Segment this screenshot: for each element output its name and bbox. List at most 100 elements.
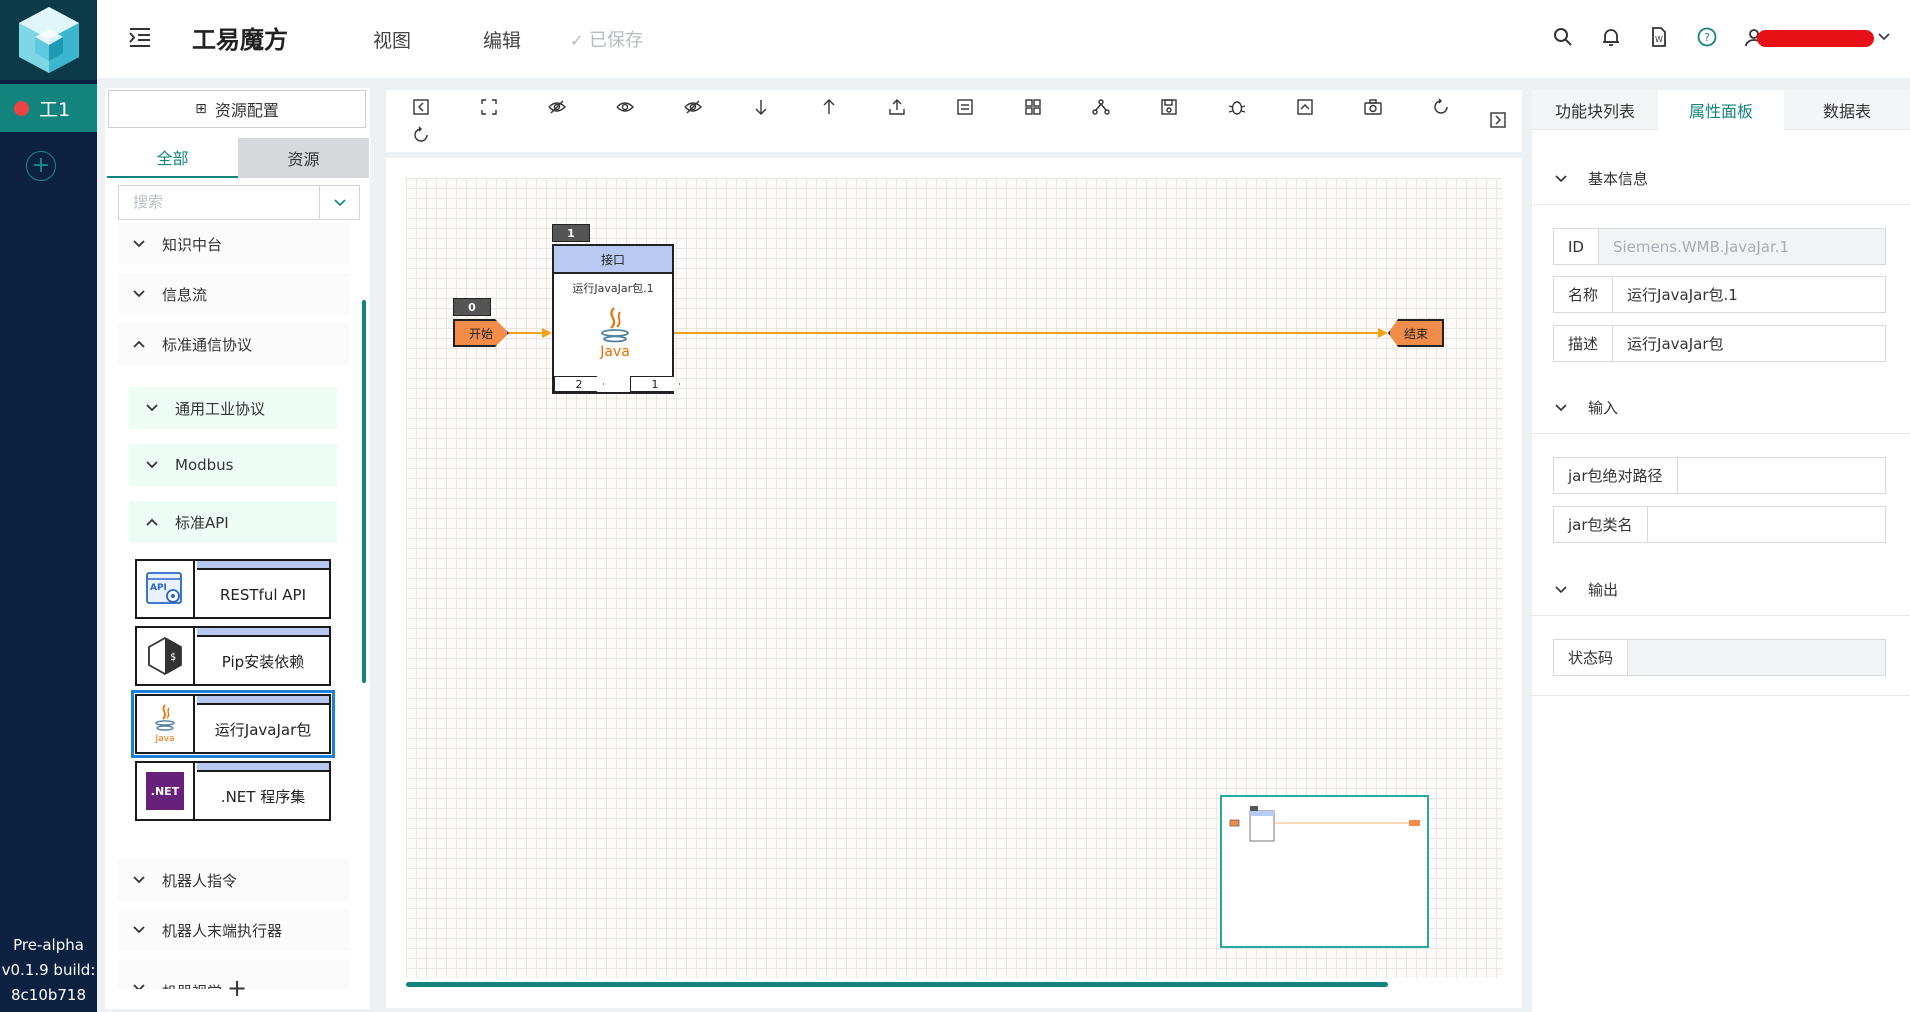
subcategory-label: 标准API <box>175 513 229 532</box>
section-basic-info[interactable]: 基本信息 <box>1532 153 1910 205</box>
fullscreen-icon[interactable] <box>480 98 498 116</box>
subcategory-industrial[interactable]: 通用工业协议 <box>129 387 337 429</box>
java-logo-icon: Java <box>599 307 630 360</box>
block-pip-install[interactable]: $ Pip安装依赖 <box>135 626 331 686</box>
save-icon[interactable] <box>1160 98 1178 116</box>
arrow-down-icon[interactable] <box>752 98 770 116</box>
search-icon[interactable] <box>1552 26 1574 48</box>
library-search: 搜索 <box>118 185 360 220</box>
category-info-flow[interactable]: 信息流 <box>118 273 350 315</box>
add-workspace-button[interactable]: + <box>26 151 56 181</box>
category-label: 机器视觉 <box>162 981 222 989</box>
java-logo-text: Java <box>599 344 630 360</box>
version-label: Pre-alpha v0.1.9 build: 8c10b718 <box>1 936 96 1004</box>
app-title: 工易魔方 <box>192 26 288 54</box>
block-icon-cell: Java <box>137 696 195 752</box>
svg-text:Java: Java <box>154 734 174 744</box>
category-knowledge[interactable]: 知识中台 <box>118 223 350 265</box>
category-robot-cmd[interactable]: 机器人指令 <box>118 859 350 901</box>
sliders-icon[interactable] <box>956 98 974 116</box>
category-label: 机器人指令 <box>162 871 238 890</box>
tab-block-list[interactable]: 功能块列表 <box>1532 90 1658 130</box>
chevron-down-icon <box>1555 585 1567 593</box>
hide-all-icon[interactable] <box>684 98 702 116</box>
id-field-label: ID <box>1554 229 1599 264</box>
name-input[interactable]: 运行JavaJar包.1 <box>1627 286 1738 304</box>
jar-path-input[interactable] <box>1678 458 1885 493</box>
block-restful-api[interactable]: API RESTful API <box>135 559 331 619</box>
menu-collapse-icon[interactable] <box>127 24 153 50</box>
search-dropdown-button[interactable] <box>319 186 359 219</box>
help-icon[interactable]: ? <box>1696 26 1718 48</box>
section-input[interactable]: 输入 <box>1532 382 1910 434</box>
top-header: 工易魔方 视图 编辑 ✓ 已保存 W ? <box>97 0 1910 78</box>
svg-text:API: API <box>150 583 167 593</box>
panel-divider <box>1532 695 1910 696</box>
check-circle-icon: ✓ <box>570 31 584 50</box>
eye-off-icon[interactable] <box>548 98 566 116</box>
library-scrollbar[interactable] <box>362 300 366 683</box>
port-data-out[interactable]: 1 <box>630 376 680 392</box>
collapse-up-icon[interactable] <box>1296 98 1314 116</box>
category-vision[interactable]: 机器视觉 <box>118 959 350 989</box>
function-block-header: 接口 <box>554 246 672 274</box>
arrow-up-icon[interactable] <box>820 98 838 116</box>
start-node-number: 0 <box>453 298 491 316</box>
chevron-down-icon <box>133 876 145 884</box>
canvas-horizontal-scrollbar[interactable] <box>406 982 1388 987</box>
tab-all[interactable]: 全部 <box>107 138 238 178</box>
network-icon[interactable] <box>1092 98 1110 116</box>
upload-icon[interactable] <box>888 98 906 116</box>
category-end-effector[interactable]: 机器人末端执行器 <box>118 909 350 951</box>
bug-icon[interactable] <box>1228 98 1246 116</box>
saved-status-label: 已保存 <box>589 30 644 51</box>
undo-icon[interactable] <box>412 126 430 144</box>
start-node[interactable]: 开始 <box>453 319 509 347</box>
minimap-preview <box>1229 806 1420 842</box>
right-tabs: 功能块列表 属性面板 数据表 <box>1532 90 1910 130</box>
jar-class-input[interactable] <box>1648 507 1885 542</box>
port-event-out[interactable]: 2 <box>554 376 604 392</box>
section-output[interactable]: 输出 <box>1532 564 1910 616</box>
layout-grid-icon[interactable] <box>1024 98 1042 116</box>
dotnet-icon: .NET <box>146 772 184 810</box>
jar-path-field: jar包绝对路径 <box>1553 457 1886 494</box>
category-std-protocol[interactable]: 标准通信协议 <box>118 323 350 365</box>
subcategory-label: 通用工业协议 <box>175 399 266 418</box>
menu-view[interactable]: 视图 <box>373 30 412 52</box>
jar-path-label: jar包绝对路径 <box>1554 458 1678 493</box>
app-rail: 工1 + Pre-alpha v0.1.9 build: 8c10b718 <box>0 0 97 1012</box>
add-block-button[interactable]: + <box>227 974 248 1002</box>
canvas-minimap[interactable] <box>1220 795 1429 948</box>
block-run-java-jar[interactable]: Java 运行JavaJar包 <box>131 690 335 758</box>
chevron-down-icon <box>1555 174 1567 182</box>
menu-edit[interactable]: 编辑 <box>483 30 522 52</box>
end-node[interactable]: 结束 <box>1388 319 1444 347</box>
search-input[interactable]: 搜索 <box>133 193 164 211</box>
camera-icon[interactable] <box>1364 98 1382 116</box>
category-label: 标准通信协议 <box>162 335 253 354</box>
tab-properties[interactable]: 属性面板 <box>1658 90 1784 130</box>
document-icon[interactable]: W <box>1648 26 1670 48</box>
subcategory-modbus[interactable]: Modbus <box>129 444 337 486</box>
subcategory-std-api[interactable]: 标准API <box>129 501 337 543</box>
status-code-label: 状态码 <box>1554 640 1629 675</box>
username-redacted[interactable] <box>1757 30 1874 47</box>
block-dotnet-assembly[interactable]: .NET .NET 程序集 <box>135 761 331 821</box>
eye-icon[interactable] <box>616 98 634 116</box>
chevron-up-icon <box>133 340 145 348</box>
chevron-down-icon[interactable] <box>1877 30 1891 44</box>
description-input[interactable]: 运行JavaJar包 <box>1627 335 1724 353</box>
resource-config-button[interactable]: ⊞ 资源配置 <box>108 90 366 128</box>
function-block-java-jar[interactable]: 接口 运行JavaJar包.1 Java 2 1 <box>552 244 680 394</box>
tab-resources[interactable]: 资源 <box>238 138 369 178</box>
workspace-tab[interactable]: 工1 <box>0 84 97 132</box>
collapse-left-icon[interactable] <box>412 98 430 116</box>
block-label: .NET 程序集 <box>220 788 306 806</box>
bell-icon[interactable] <box>1600 26 1622 48</box>
refresh-icon[interactable] <box>1432 98 1450 116</box>
name-field: 名称 运行JavaJar包.1 <box>1553 276 1886 313</box>
collapse-right-icon[interactable] <box>1489 111 1507 129</box>
tab-data-table[interactable]: 数据表 <box>1784 90 1910 130</box>
chevron-down-icon <box>333 198 346 206</box>
